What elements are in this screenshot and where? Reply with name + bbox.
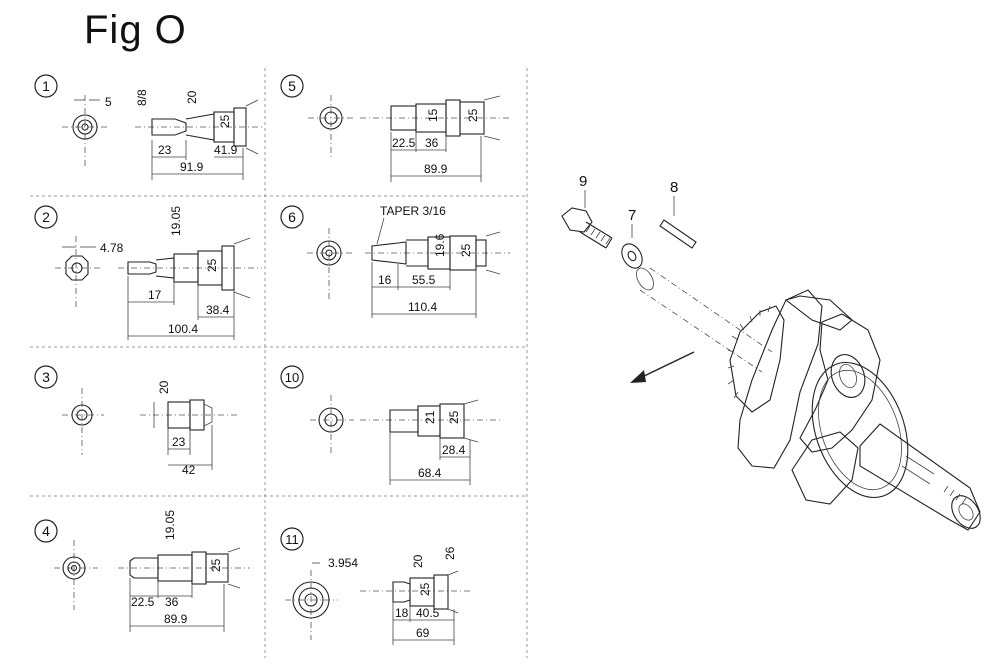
callout-7: 7 <box>628 207 636 224</box>
svg-text:25: 25 <box>459 243 473 257</box>
svg-text:110.4: 110.4 <box>408 300 437 314</box>
callout-9: 9 <box>579 173 587 190</box>
svg-text:5: 5 <box>105 95 112 109</box>
svg-text:42: 42 <box>182 463 196 477</box>
svg-text:3.954: 3.954 <box>328 556 358 570</box>
svg-text:3: 3 <box>42 369 50 385</box>
svg-text:40.5: 40.5 <box>416 606 440 620</box>
svg-text:25: 25 <box>447 410 461 424</box>
panel-number-circle <box>34 74 58 98</box>
svg-text:16: 16 <box>378 273 392 287</box>
svg-text:22.5: 22.5 <box>392 136 416 150</box>
panel-number-circle <box>280 74 304 98</box>
svg-text:TAPER 3/16: TAPER 3/16 <box>380 204 446 218</box>
panel-3: 3 20 23 42 <box>34 365 238 477</box>
panel-number: 1 <box>42 78 50 94</box>
svg-text:20: 20 <box>411 554 425 568</box>
svg-text:21: 21 <box>423 410 437 424</box>
svg-text:4.78: 4.78 <box>100 241 124 255</box>
svg-text:20: 20 <box>185 90 199 104</box>
svg-text:28.4: 28.4 <box>442 443 466 457</box>
panel-2: 2 4.78 19.05 25 17 38.4 100.4 <box>34 205 262 340</box>
svg-text:69: 69 <box>416 626 430 640</box>
svg-text:36: 36 <box>165 595 179 609</box>
panel-5: 5 15 25 22.5 36 89.9 <box>280 74 510 182</box>
crankshaft-part <box>727 289 981 531</box>
exploded-crankshaft-view: 9 7 8 <box>561 173 981 531</box>
svg-text:41.9: 41.9 <box>214 143 238 157</box>
svg-text:2: 2 <box>42 209 50 225</box>
panel-10: 10 21 25 28.4 68.4 <box>280 365 500 485</box>
panel-1: 1 5 8/8 20 25 23 41.9 91.9 <box>34 74 262 180</box>
svg-text:22.5: 22.5 <box>131 595 155 609</box>
washer-part <box>621 243 643 269</box>
svg-text:38.4: 38.4 <box>206 303 230 317</box>
panel-grid <box>30 68 528 658</box>
svg-text:19.05: 19.05 <box>163 510 177 540</box>
svg-text:25: 25 <box>205 258 219 272</box>
svg-text:10: 10 <box>285 370 299 385</box>
svg-text:11: 11 <box>285 532 299 547</box>
svg-text:18: 18 <box>395 606 409 620</box>
svg-text:26: 26 <box>443 546 457 560</box>
svg-text:36: 36 <box>425 136 439 150</box>
svg-text:8/8: 8/8 <box>135 89 149 106</box>
svg-text:25: 25 <box>418 582 432 596</box>
figure-title: Fig O <box>84 8 187 52</box>
svg-text:19.05: 19.05 <box>169 206 183 236</box>
svg-text:25: 25 <box>466 108 480 122</box>
svg-text:4: 4 <box>42 523 50 539</box>
svg-text:17: 17 <box>148 288 162 302</box>
svg-text:25: 25 <box>209 558 223 572</box>
svg-text:25: 25 <box>218 114 232 128</box>
bolt-part <box>561 207 613 249</box>
svg-text:89.9: 89.9 <box>424 162 448 176</box>
svg-text:68.4: 68.4 <box>418 466 442 480</box>
callout-8: 8 <box>670 179 678 196</box>
svg-text:100.4: 100.4 <box>168 322 198 336</box>
pin-part <box>659 219 697 249</box>
svg-text:89.9: 89.9 <box>164 612 188 626</box>
svg-text:5: 5 <box>288 78 296 94</box>
direction-arrow <box>630 351 695 383</box>
panel-6: 6 TAPER 3/16 19.6 25 16 55.5 110.4 <box>280 204 510 318</box>
svg-text:19.6: 19.6 <box>433 233 447 257</box>
panel-11: 11 3.954 20 26 25 18 40.5 69 <box>280 527 470 645</box>
svg-text:15: 15 <box>426 108 440 122</box>
svg-text:91.9: 91.9 <box>180 160 204 174</box>
svg-text:20: 20 <box>157 380 171 394</box>
svg-text:55.5: 55.5 <box>412 273 436 287</box>
svg-text:23: 23 <box>172 435 186 449</box>
svg-text:6: 6 <box>288 209 296 225</box>
panel-4: 4 19.05 25 22.5 36 89.9 <box>34 510 250 632</box>
svg-text:23: 23 <box>158 143 172 157</box>
